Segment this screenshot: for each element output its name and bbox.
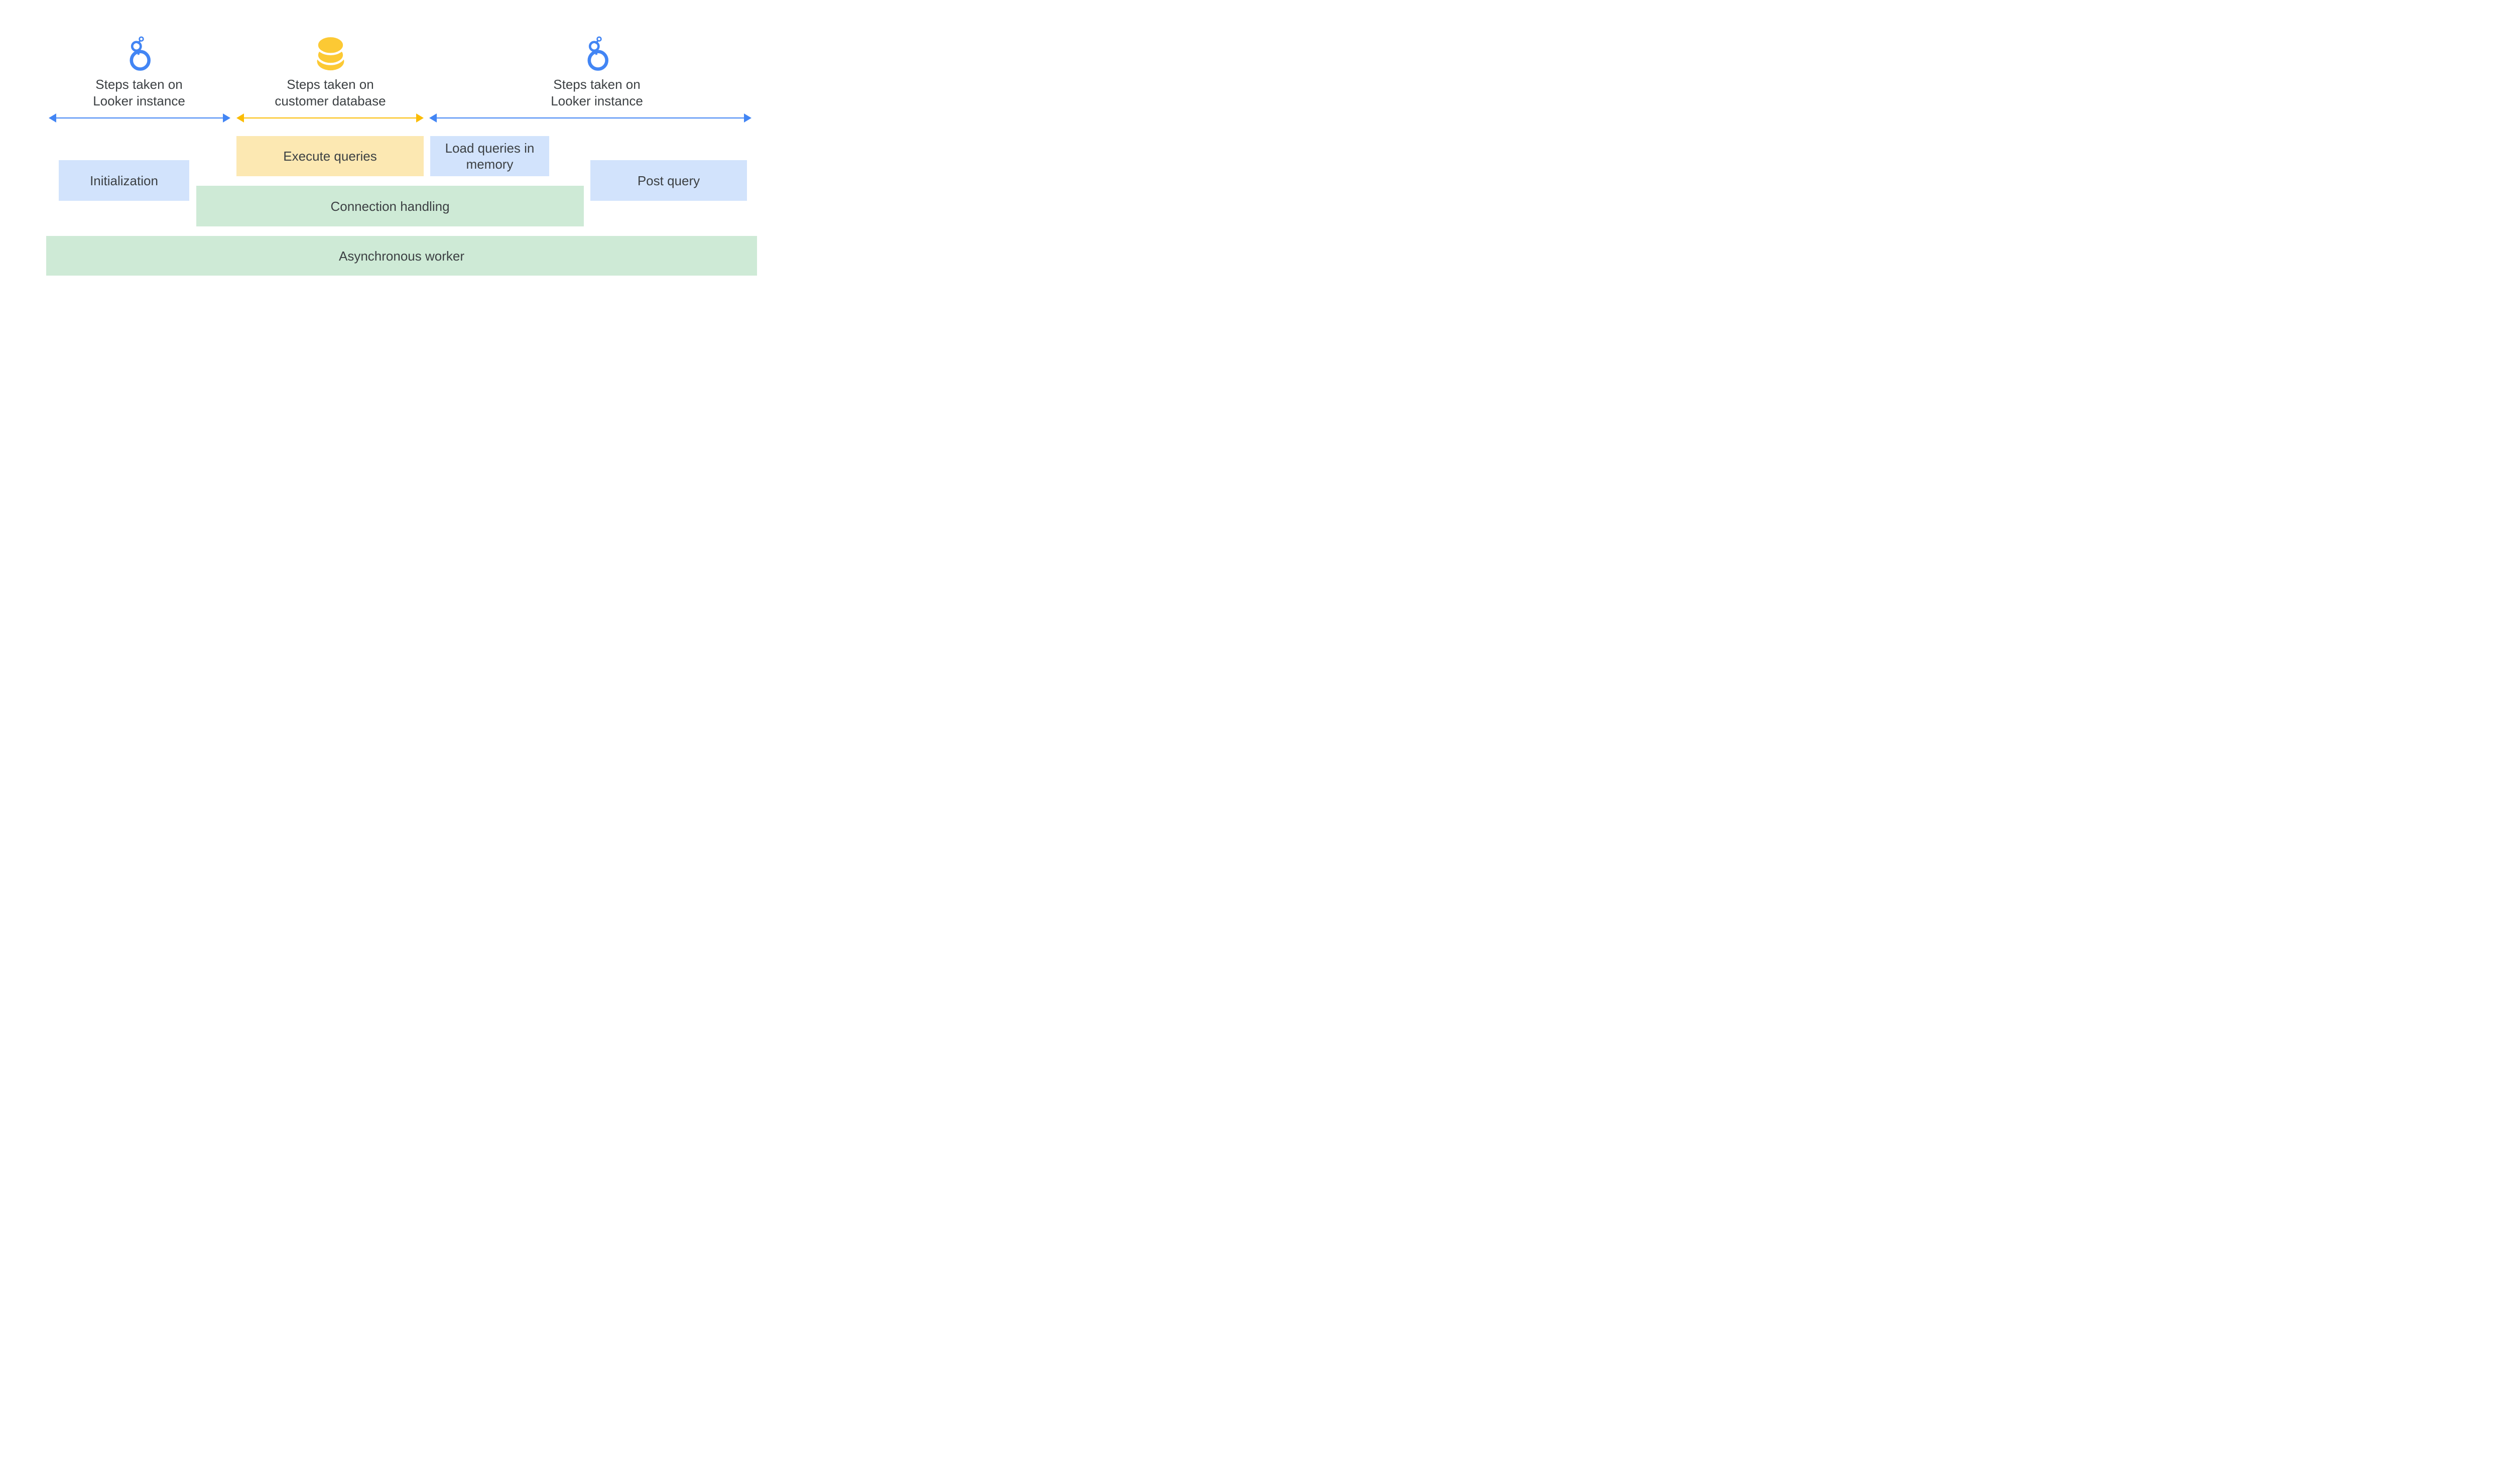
section-label-line2: customer database: [275, 93, 386, 108]
database-icon: [315, 36, 346, 71]
section-label-line2: Looker instance: [551, 93, 643, 108]
section-label: Steps taken on customer database: [275, 76, 386, 109]
section-looker-left: Steps taken on Looker instance: [79, 36, 199, 109]
connection-handling-label: Connection handling: [330, 198, 450, 214]
connection-handling-box: Connection handling: [196, 186, 584, 226]
load-queries-line2: memory: [466, 157, 514, 172]
post-query-box: Post query: [590, 160, 747, 201]
arrow-right-head-icon: [416, 113, 424, 122]
post-query-label: Post query: [637, 173, 700, 188]
load-queries-in-memory-box: Load queries in memory: [430, 136, 549, 176]
section-label-line2: Looker instance: [93, 93, 185, 108]
section-label-line1: Steps taken on: [287, 77, 374, 92]
section-label: Steps taken on Looker instance: [551, 76, 643, 109]
arrow-shaft: [437, 117, 744, 119]
load-queries-in-memory-label: Load queries in memory: [445, 140, 535, 172]
initialization-label: Initialization: [90, 173, 158, 188]
execute-queries-label: Execute queries: [283, 149, 377, 164]
section-label: Steps taken on Looker instance: [93, 76, 185, 109]
execute-queries-box: Execute queries: [236, 136, 424, 176]
looker-icon: [128, 36, 151, 71]
asynchronous-worker-label: Asynchronous worker: [339, 248, 464, 264]
arrow-left-head-icon: [429, 113, 437, 122]
span-arrow-customer-database: [236, 113, 424, 122]
arrow-left-head-icon: [49, 113, 56, 122]
arrow-shaft: [244, 117, 416, 119]
looker-query-lifecycle-diagram: Steps taken on Looker instance Steps tak…: [0, 0, 803, 297]
arrow-left-head-icon: [236, 113, 244, 122]
arrow-shaft: [56, 117, 223, 119]
span-arrow-looker-left: [49, 113, 230, 122]
arrow-right-head-icon: [744, 113, 751, 122]
span-arrow-looker-right: [429, 113, 751, 122]
load-queries-line1: Load queries in: [445, 141, 535, 156]
section-label-line1: Steps taken on: [95, 77, 183, 92]
looker-icon: [585, 36, 608, 71]
section-customer-database: Steps taken on customer database: [270, 36, 391, 109]
asynchronous-worker-box: Asynchronous worker: [46, 236, 757, 276]
section-looker-right: Steps taken on Looker instance: [537, 36, 657, 109]
initialization-box: Initialization: [59, 160, 189, 201]
section-label-line1: Steps taken on: [553, 77, 641, 92]
arrow-right-head-icon: [223, 113, 230, 122]
